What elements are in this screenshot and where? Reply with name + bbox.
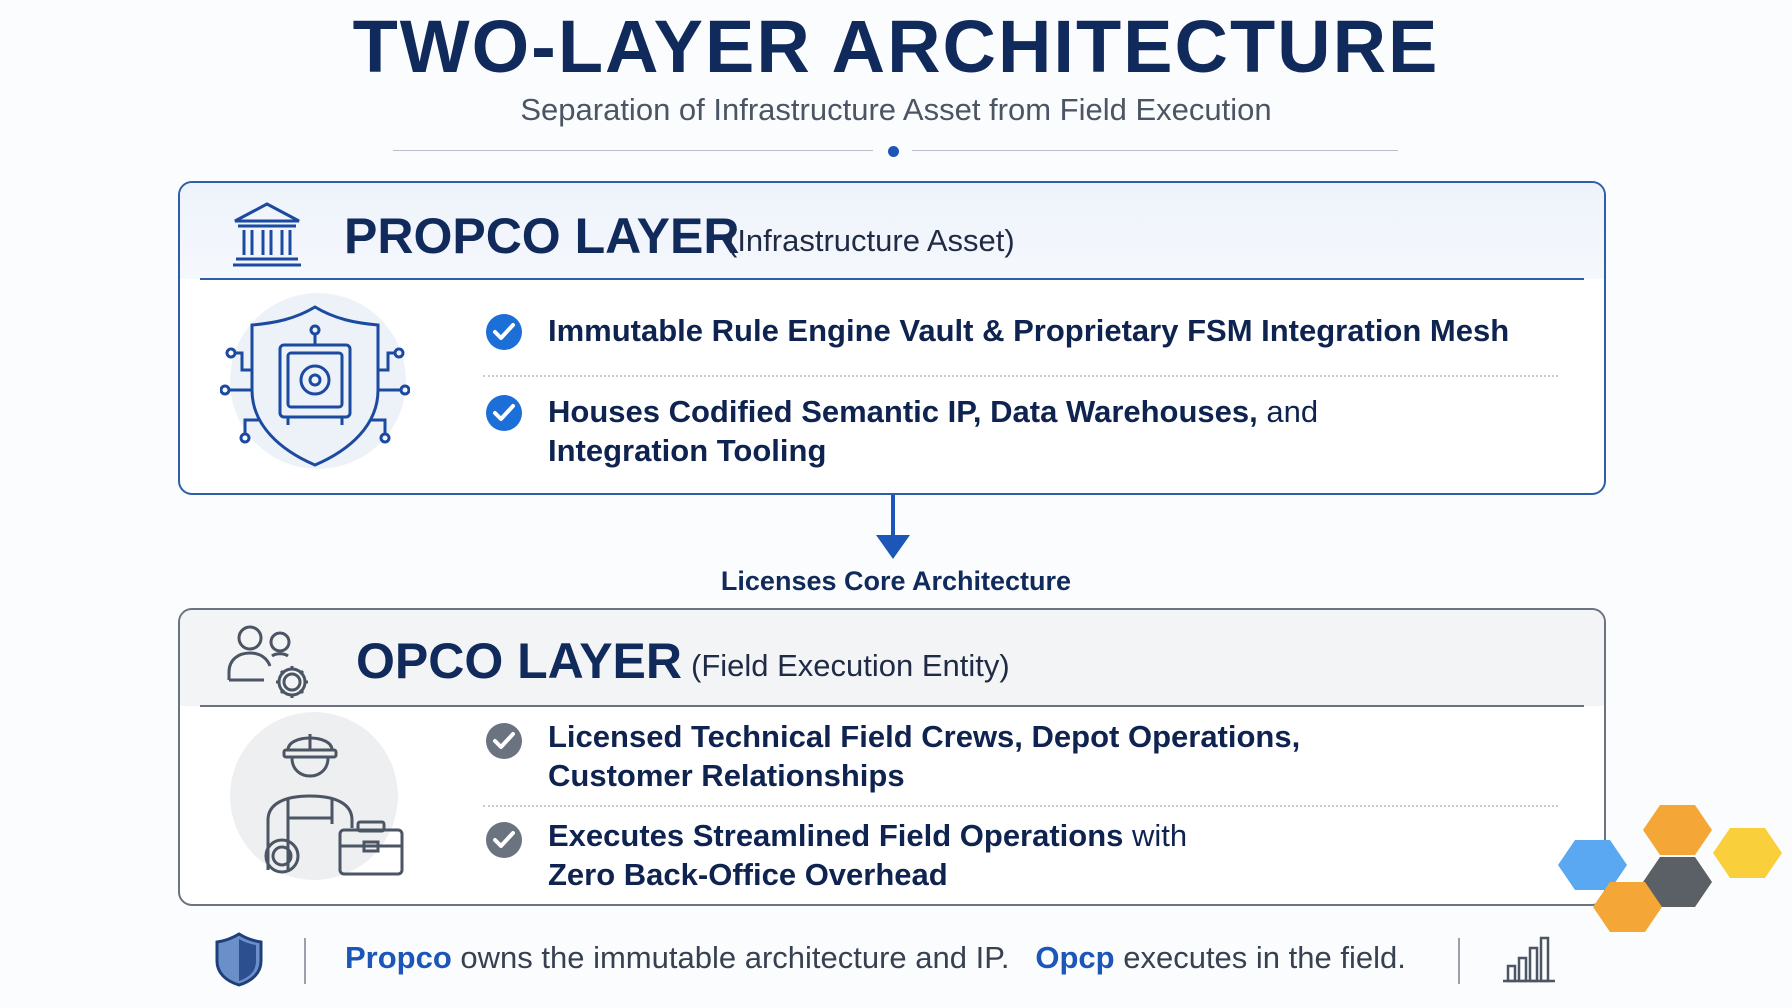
propco-header: PROPCO LAYER (Infrastructure Asset) (180, 183, 1604, 279)
opco-bullet-2-line2: Zero Back-Office Overhead (548, 857, 948, 892)
footer-statement: Propco owns the immutable architecture a… (345, 940, 1406, 976)
check-circle-icon (486, 314, 522, 350)
propco-title: PROPCO LAYER (344, 208, 740, 264)
title-divider-dot (888, 146, 899, 157)
footer-separator-left (304, 938, 306, 984)
propco-bullet-2: Houses Codified Semantic IP, Data Wareho… (548, 392, 1318, 470)
bar-chart-icon (1503, 936, 1555, 983)
opco-bullet-1: Licensed Technical Field Crews, Depot Op… (548, 717, 1300, 795)
propco-header-rule (200, 278, 1584, 280)
propco-layer-panel: PROPCO LAYER (Infrastructure Asset) Immu… (178, 181, 1606, 495)
opco-bullet-2-line1: Executes Streamlined Field Operations (548, 818, 1124, 853)
hexagon-cluster-decoration (1558, 805, 1782, 932)
propco-bullet-2-line1-tail: and (1257, 394, 1319, 429)
connector-arrow-line (891, 495, 895, 539)
propco-subtitle: (Infrastructure Asset) (727, 223, 1015, 258)
opco-subtitle: (Field Execution Entity) (691, 648, 1010, 683)
opco-title: OPCO LAYER (356, 633, 683, 689)
people-gear-icon (227, 625, 308, 698)
footer-opco-text: executes in the field. (1114, 940, 1406, 975)
title-divider-left (393, 150, 873, 151)
opco-bullet-1-line2: Customer Relationships (548, 758, 905, 793)
opco-header: OPCO LAYER (Field Execution Entity) (180, 610, 1604, 706)
bank-building-icon (233, 202, 301, 267)
opco-bullet-2-line1-tail: with (1123, 818, 1188, 853)
opco-layer-panel: OPCO LAYER (Field Execution Entity) Lice… (178, 608, 1606, 906)
opco-bullet-divider (483, 805, 1558, 807)
propco-bullet-2-line2: Integration Tooling (548, 433, 827, 468)
connector-label: Licenses Core Architecture (720, 566, 1072, 596)
footer-propco-text: owns the immutable architecture and IP. (451, 940, 1010, 975)
check-circle-icon (486, 822, 522, 858)
opco-header-rule (200, 705, 1584, 707)
footer-separator-right (1458, 938, 1460, 984)
title-divider-right (912, 150, 1398, 151)
opco-bullet-2: Executes Streamlined Field Operations wi… (548, 816, 1187, 894)
propco-bullet-divider (483, 375, 1558, 377)
shield-icon (215, 932, 263, 987)
page-title: TWO-LAYER ARCHITECTURE (352, 5, 1440, 88)
connector-arrow-head (876, 535, 910, 559)
shield-vault-icon (220, 305, 410, 467)
propco-bullet-2-line1: Houses Codified Semantic IP, Data Wareho… (548, 394, 1258, 429)
footer-opco-word: Opcp (1035, 940, 1115, 975)
opco-bullet-1-line1: Licensed Technical Field Crews, Depot Op… (548, 719, 1301, 754)
check-circle-icon (486, 723, 522, 759)
page-subtitle: Separation of Infrastructure Asset from … (520, 92, 1272, 127)
field-worker-toolbox-icon (264, 734, 404, 876)
propco-bullet-1: Immutable Rule Engine Vault & Proprietar… (548, 313, 1510, 348)
footer-propco-word: Propco (345, 940, 452, 975)
check-circle-icon (486, 395, 522, 431)
